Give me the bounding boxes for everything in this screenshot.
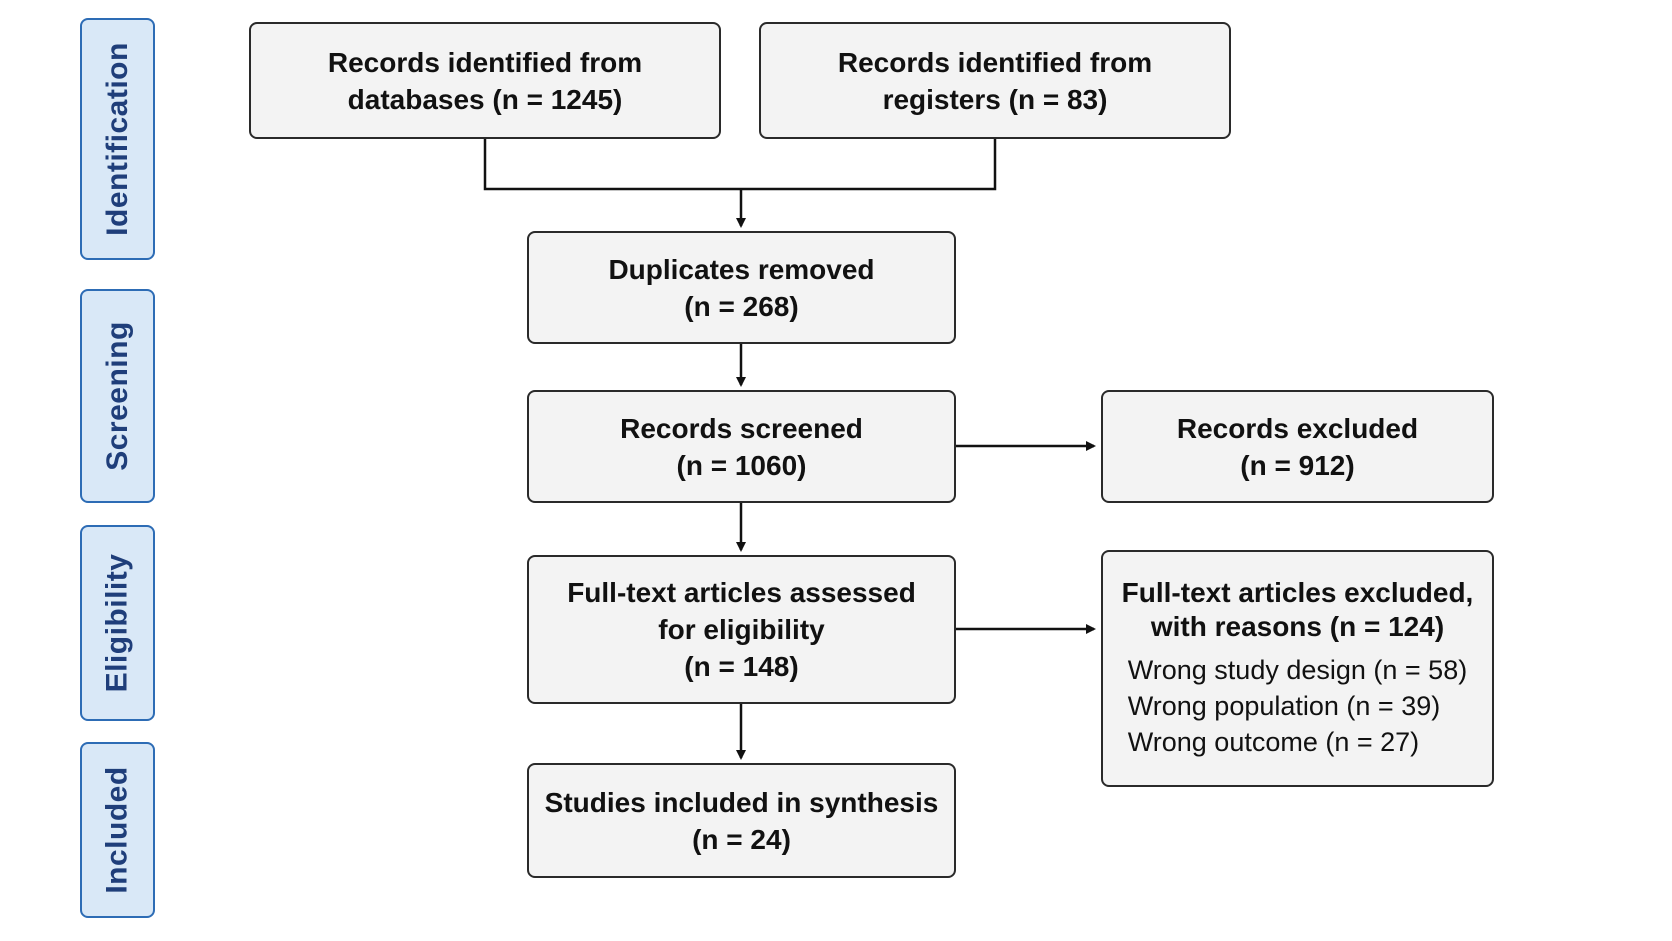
box-fulltext-assessed-line1: Full-text articles assessed [567, 577, 916, 608]
exclusion-reason: Wrong study design (n = 58) [1127, 655, 1468, 685]
box-records-screened-line2: (n = 1060) [676, 449, 807, 481]
box-fulltext-assessed-line3: (n = 148) [684, 651, 799, 682]
box-fulltext-excluded-line1: Full-text articles excluded, [1121, 577, 1474, 608]
box-fulltext-assessed-line2: for eligibility [658, 614, 825, 645]
box-duplicates-removed: Duplicates removed (n = 268) [527, 231, 956, 344]
stage-included: Included [80, 742, 155, 918]
box-fulltext-assessed: Full-text articles assessed for eligibil… [527, 555, 956, 704]
box-records-databases: Records identified from databases (n = 1… [249, 22, 721, 139]
box-studies-included: Studies included in synthesis (n = 24) [527, 763, 956, 878]
box-records-databases-line1: Records identified from [327, 46, 643, 78]
exclusion-reason: Wrong population (n = 39) [1127, 691, 1441, 721]
box-records-screened: Records screened (n = 1060) [527, 390, 956, 503]
box-duplicates-removed-line2: (n = 268) [684, 290, 799, 322]
box-studies-included-line1: Studies included in synthesis [544, 786, 939, 818]
exclusion-reasons-list: Wrong study design (n = 58) Wrong popula… [1128, 652, 1467, 760]
box-records-excluded-line1: Records excluded [1176, 412, 1419, 444]
box-records-excluded-line2: (n = 912) [1240, 449, 1355, 481]
box-fulltext-excluded: Full-text articles excluded, with reason… [1101, 550, 1494, 787]
box-duplicates-removed-line1: Duplicates removed [608, 253, 875, 285]
box-fulltext-excluded-line2: with reasons (n = 124) [1150, 611, 1445, 642]
stage-identification: Identification [80, 18, 155, 260]
box-records-registers-line2: registers (n = 83) [882, 83, 1108, 115]
box-records-screened-line1: Records screened [620, 412, 863, 444]
box-records-registers: Records identified from registers (n = 8… [759, 22, 1231, 139]
box-records-excluded: Records excluded (n = 912) [1101, 390, 1494, 503]
box-records-registers-line1: Records identified from [837, 46, 1153, 78]
box-studies-included-line2: (n = 24) [692, 823, 791, 855]
exclusion-reason: Wrong outcome (n = 27) [1127, 727, 1420, 757]
stage-screening: Screening [80, 289, 155, 503]
box-records-databases-line2: databases (n = 1245) [347, 83, 623, 115]
merge-connector [483, 139, 997, 191]
stage-eligibility: Eligibility [80, 525, 155, 721]
